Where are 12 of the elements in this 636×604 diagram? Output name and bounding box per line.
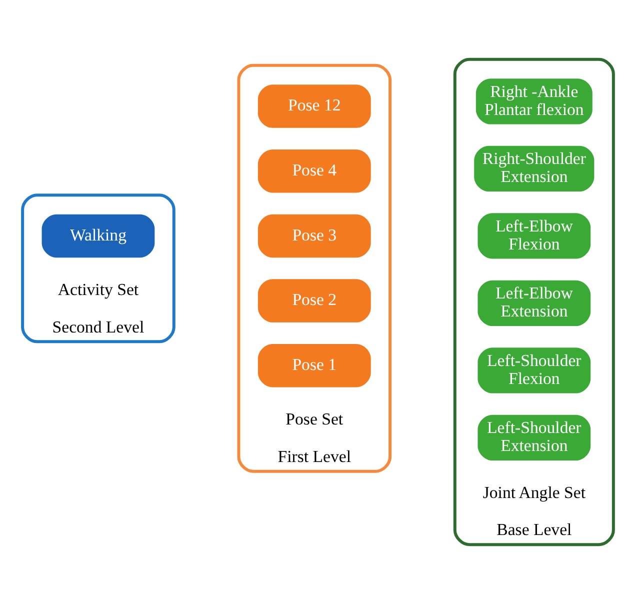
node-box: Left-Elbow Extension <box>478 280 591 326</box>
node-box: Left-Shoulder Flexion <box>478 348 591 394</box>
node-box: Left-Elbow Flexion <box>478 213 591 259</box>
node-box: Walking <box>42 214 155 258</box>
node-box: Right-Shoulder Extension <box>474 146 594 192</box>
node-box: Left-Shoulder Extension <box>478 414 591 461</box>
node-box: Pose 1 <box>258 344 371 388</box>
node-box: Pose 4 <box>258 149 371 193</box>
node-box: Pose 2 <box>258 279 371 322</box>
node-box: Right -Ankle Plantar flexion <box>476 78 592 124</box>
node-box: Pose 3 <box>258 214 371 258</box>
node-box: Pose 12 <box>258 84 371 128</box>
